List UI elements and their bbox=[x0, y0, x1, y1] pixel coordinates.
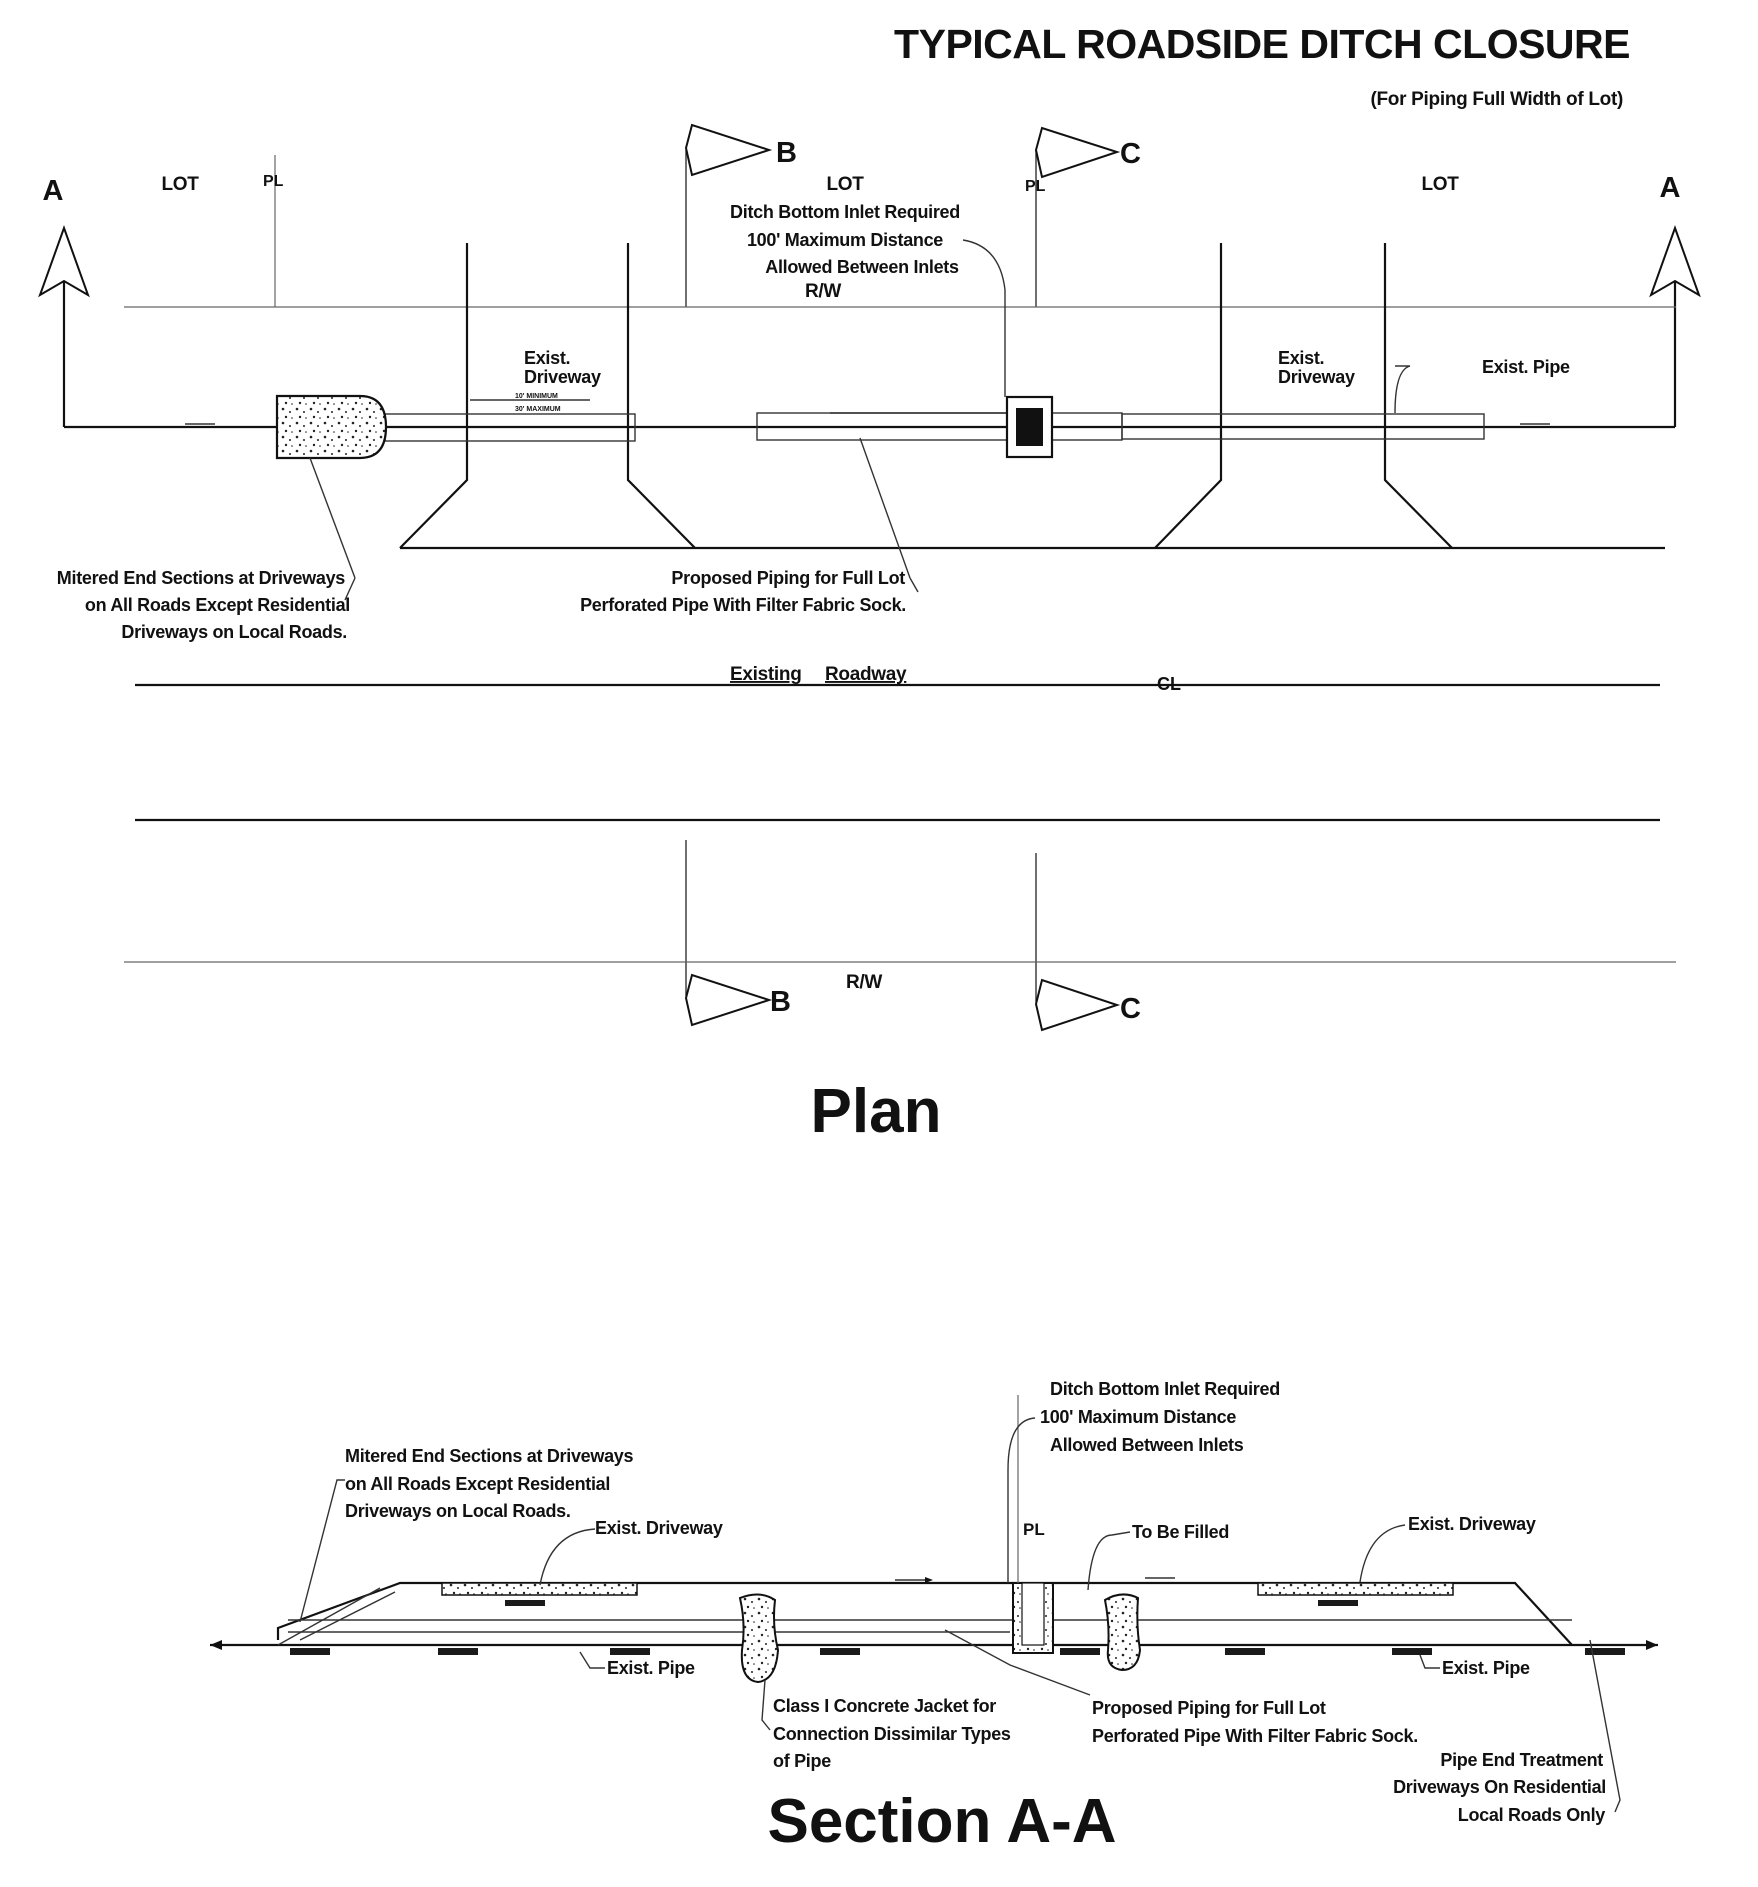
section-exist-driveway-right: Exist. Driveway bbox=[1408, 1514, 1536, 1534]
section-b-marker-top: B bbox=[684, 123, 797, 307]
driveway-dim-max: 30' MAXIMUM bbox=[515, 406, 561, 413]
section-inlet-note-line1: Ditch Bottom Inlet Required bbox=[1050, 1379, 1280, 1399]
roadway-label-existing: Existing bbox=[730, 664, 802, 685]
centerline-symbol: CL bbox=[1157, 674, 1181, 694]
rw-label-top: R/W bbox=[805, 281, 841, 302]
exist-driveway-left-line2: Driveway bbox=[524, 367, 601, 387]
section-a-a-view: PL Ditch Bottom Inlet Required 100' Maxi… bbox=[210, 1379, 1658, 1856]
exist-driveway-right-line2: Driveway bbox=[1278, 367, 1355, 387]
section-mitered-note-line3: Driveways on Local Roads. bbox=[345, 1501, 571, 1521]
section-mark-c-bottom: C bbox=[1120, 993, 1141, 1025]
section-exist-pipe-right: Exist. Pipe bbox=[1442, 1658, 1530, 1678]
section-exist-driveway-left: Exist. Driveway bbox=[595, 1518, 723, 1538]
section-mark-b-bottom: B bbox=[770, 986, 791, 1018]
existing-driveway-left: Exist. Driveway 10' MINIMUM 30' MAXIMUM bbox=[399, 243, 696, 549]
pipe-end-note-line2: Driveways On Residential bbox=[1393, 1777, 1606, 1797]
rw-label-bottom: R/W bbox=[846, 972, 882, 993]
plan-mitered-note-line1: Mitered End Sections at Driveways bbox=[57, 568, 345, 588]
pipe-bedding-blocks bbox=[290, 1600, 1625, 1655]
lot-label-right: LOT bbox=[1421, 174, 1459, 195]
plan-inlet-note-line1: Ditch Bottom Inlet Required bbox=[730, 202, 960, 222]
driveway-profile bbox=[276, 1581, 1573, 1646]
driveway-dim-min: 10' MINIMUM bbox=[515, 393, 558, 400]
roadway-label-roadway: Roadway bbox=[825, 664, 907, 685]
section-proposed-note-line2: Perforated Pipe With Filter Fabric Sock. bbox=[1092, 1726, 1418, 1746]
exist-driveway-left-line1: Exist. bbox=[524, 348, 570, 368]
mitered-end-section bbox=[275, 394, 388, 460]
section-property-line-symbol: PL bbox=[1023, 1520, 1045, 1539]
section-mark-b-top: B bbox=[776, 137, 797, 169]
section-a-arrow-left: A bbox=[38, 175, 285, 429]
property-line-symbol: PL bbox=[263, 173, 284, 190]
plan-proposed-note-line2: Perforated Pipe With Filter Fabric Sock. bbox=[580, 595, 906, 615]
existing-driveway-slab-right bbox=[1257, 1582, 1454, 1596]
section-caption: Section A-A bbox=[767, 1787, 1116, 1856]
section-mark-c-top: C bbox=[1120, 138, 1141, 170]
section-c-marker-top: C bbox=[1034, 126, 1141, 307]
plan-mitered-note-line3: Driveways on Local Roads. bbox=[121, 622, 347, 642]
section-c-marker-bottom: C bbox=[1034, 853, 1141, 1032]
concrete-jacket-left bbox=[738, 1593, 780, 1684]
exist-driveway-right-line1: Exist. bbox=[1278, 348, 1324, 368]
section-inlet-note-line3: Allowed Between Inlets bbox=[1050, 1435, 1244, 1455]
section-mark-a-right: A bbox=[1660, 172, 1681, 204]
section-a-arrow-right: A bbox=[1649, 172, 1701, 427]
plan-mitered-note-line2: on All Roads Except Residential bbox=[85, 595, 350, 615]
pipe-end-note-line1: Pipe End Treatment bbox=[1440, 1750, 1603, 1770]
section-mark-a-left: A bbox=[43, 175, 64, 207]
drawing-title: TYPICAL ROADSIDE DITCH CLOSURE bbox=[894, 21, 1630, 67]
property-line-symbol: PL bbox=[1025, 178, 1046, 195]
existing-driveway-right: Exist. Driveway bbox=[1154, 243, 1453, 549]
plan-inlet-note-line3: Allowed Between Inlets bbox=[765, 257, 959, 277]
section-ditch-bottom-inlet: PL bbox=[1012, 1395, 1054, 1654]
drawing-subtitle: (For Piping Full Width of Lot) bbox=[1370, 89, 1623, 110]
concrete-jacket-note-line3: of Pipe bbox=[773, 1751, 831, 1771]
section-proposed-note-line1: Proposed Piping for Full Lot bbox=[1092, 1698, 1326, 1718]
pipe-end-note-line3: Local Roads Only bbox=[1458, 1805, 1606, 1825]
section-inlet-note-line2: 100' Maximum Distance bbox=[1040, 1407, 1236, 1427]
section-exist-pipe-left: Exist. Pipe bbox=[607, 1658, 695, 1678]
concrete-jacket-note-line2: Connection Dissimilar Types bbox=[773, 1724, 1011, 1744]
property-line-left: PL bbox=[263, 155, 284, 307]
concrete-jacket-right bbox=[1103, 1593, 1142, 1672]
lot-label-left: LOT bbox=[161, 174, 199, 195]
plan-caption: Plan bbox=[811, 1077, 942, 1146]
section-mitered-note-line2: on All Roads Except Residential bbox=[345, 1474, 610, 1494]
section-b-marker-bottom: B bbox=[684, 840, 791, 1027]
lot-label-center: LOT bbox=[826, 174, 864, 195]
existing-driveway-slab-left bbox=[441, 1582, 638, 1596]
plan-inlet-note-line2: 100' Maximum Distance bbox=[747, 230, 943, 250]
section-mitered-note-line1: Mitered End Sections at Driveways bbox=[345, 1446, 633, 1466]
ditch-bottom-inlet bbox=[1005, 395, 1054, 459]
concrete-jacket-note-line1: Class I Concrete Jacket for bbox=[773, 1696, 996, 1716]
section-to-be-filled: To Be Filled bbox=[1132, 1522, 1229, 1542]
plan-exist-pipe-label: Exist. Pipe bbox=[1482, 357, 1570, 377]
plan-proposed-note-line1: Proposed Piping for Full Lot bbox=[671, 568, 905, 588]
plan-view: A A B B C C LOT LOT bbox=[38, 123, 1701, 1146]
